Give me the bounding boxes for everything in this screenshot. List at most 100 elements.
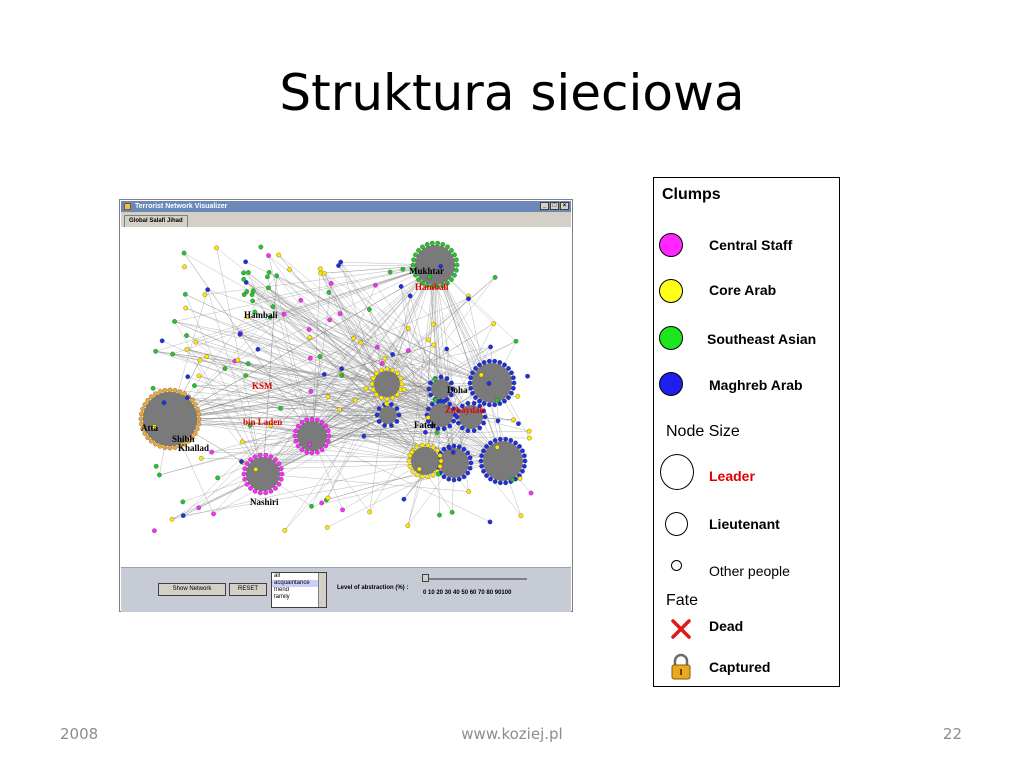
member-node bbox=[308, 355, 313, 361]
ring-node bbox=[244, 461, 250, 467]
abstraction-slider-thumb[interactable] bbox=[422, 574, 429, 582]
ring-node bbox=[449, 277, 454, 282]
reset-button[interactable]: RESET bbox=[229, 583, 267, 596]
member-node bbox=[245, 361, 251, 366]
member-node bbox=[374, 344, 380, 350]
member-node bbox=[423, 430, 428, 435]
member-node bbox=[401, 387, 407, 392]
member-node bbox=[398, 284, 404, 289]
ring-node bbox=[488, 476, 493, 482]
member-node bbox=[281, 311, 287, 317]
ring-node bbox=[396, 412, 402, 418]
ring-node bbox=[425, 474, 431, 480]
ring-node bbox=[413, 252, 418, 258]
member-node bbox=[265, 274, 270, 280]
ring-node bbox=[452, 272, 457, 278]
ring-node bbox=[465, 401, 471, 406]
member-node bbox=[152, 528, 157, 534]
ring-node bbox=[473, 395, 478, 400]
network-edge bbox=[327, 382, 493, 398]
member-node bbox=[241, 292, 247, 297]
close-button[interactable]: × bbox=[560, 202, 569, 210]
member-node bbox=[180, 499, 186, 505]
ring-node bbox=[140, 426, 146, 432]
network-edge bbox=[257, 349, 504, 462]
relationship-list[interactable]: all acquaintance friend family bbox=[271, 572, 327, 608]
member-node bbox=[245, 270, 251, 275]
ring-node bbox=[263, 490, 269, 496]
network-edge bbox=[185, 294, 264, 475]
clump-southeast-asian-swatch bbox=[659, 326, 683, 350]
list-item-friend[interactable]: friend bbox=[274, 587, 290, 593]
network-edge bbox=[387, 277, 496, 416]
padlock-icon bbox=[671, 653, 691, 680]
list-item-family[interactable]: family bbox=[274, 594, 290, 600]
hub-node bbox=[297, 421, 327, 451]
list-scrollbar[interactable] bbox=[318, 573, 326, 607]
hub-node bbox=[379, 406, 397, 424]
network-edge bbox=[262, 348, 447, 475]
member-node bbox=[197, 357, 203, 363]
ring-node bbox=[326, 433, 332, 439]
clump-maghreb-arab-label: Maghreb Arab bbox=[709, 377, 803, 393]
ring-node bbox=[182, 391, 187, 397]
maximize-button[interactable]: □ bbox=[550, 202, 559, 210]
dead-label: Dead bbox=[709, 618, 744, 634]
app-icon bbox=[124, 203, 131, 210]
member-node bbox=[336, 263, 341, 268]
member-node bbox=[185, 374, 191, 380]
network-edge bbox=[311, 435, 530, 439]
network-edge bbox=[247, 316, 455, 464]
network-edge bbox=[172, 264, 436, 355]
member-node bbox=[491, 321, 496, 327]
ring-node bbox=[399, 381, 405, 387]
network-edge bbox=[276, 275, 389, 416]
network-edge bbox=[268, 287, 426, 462]
network-canvas[interactable]: Mukhtar Hambali Hambali KSM bin Laden At… bbox=[123, 227, 571, 567]
member-node bbox=[426, 337, 431, 343]
ring-node bbox=[384, 396, 390, 402]
captured-label: Captured bbox=[709, 659, 771, 675]
tab-global-salafi-jihad[interactable]: Global Salafi Jihad bbox=[124, 215, 188, 227]
member-node bbox=[237, 332, 243, 337]
network-edge bbox=[387, 414, 498, 448]
abstraction-slider-track[interactable] bbox=[425, 578, 527, 580]
network-edge bbox=[169, 298, 469, 420]
member-node bbox=[193, 339, 199, 345]
ring-node bbox=[488, 440, 493, 446]
member-node bbox=[510, 477, 515, 483]
ring-node bbox=[441, 426, 447, 431]
ring-node bbox=[429, 284, 435, 290]
ring-node bbox=[278, 466, 284, 471]
network-edge bbox=[159, 414, 389, 476]
ring-node bbox=[481, 360, 487, 365]
member-node bbox=[340, 507, 345, 513]
ring-node bbox=[430, 444, 436, 450]
footer-url: www.koziej.pl bbox=[461, 725, 563, 743]
member-node bbox=[184, 333, 189, 338]
member-node bbox=[252, 309, 258, 315]
ring-node bbox=[435, 426, 441, 431]
list-item-acquaintance[interactable]: acquaintance bbox=[272, 580, 326, 587]
ring-node bbox=[477, 398, 482, 404]
member-node bbox=[363, 385, 369, 391]
network-edge bbox=[276, 275, 493, 384]
member-node bbox=[513, 338, 519, 344]
show-network-button[interactable]: Show Network bbox=[158, 583, 226, 596]
ring-node bbox=[153, 441, 158, 447]
member-node bbox=[338, 259, 344, 265]
hub-node bbox=[429, 403, 453, 427]
list-item-all[interactable]: all bbox=[274, 573, 281, 579]
ring-node bbox=[177, 443, 183, 449]
member-node bbox=[196, 373, 202, 379]
minimize-button[interactable]: _ bbox=[540, 202, 549, 210]
window-titlebar[interactable]: Terrorist Network Visualizer _ □ × bbox=[121, 201, 571, 212]
member-node bbox=[337, 311, 343, 317]
ring-node bbox=[440, 283, 446, 288]
member-node bbox=[367, 307, 372, 312]
ring-node bbox=[268, 454, 274, 460]
network-edge bbox=[311, 460, 504, 507]
ring-node bbox=[293, 428, 299, 434]
ring-node bbox=[413, 272, 418, 278]
member-node bbox=[317, 354, 323, 359]
